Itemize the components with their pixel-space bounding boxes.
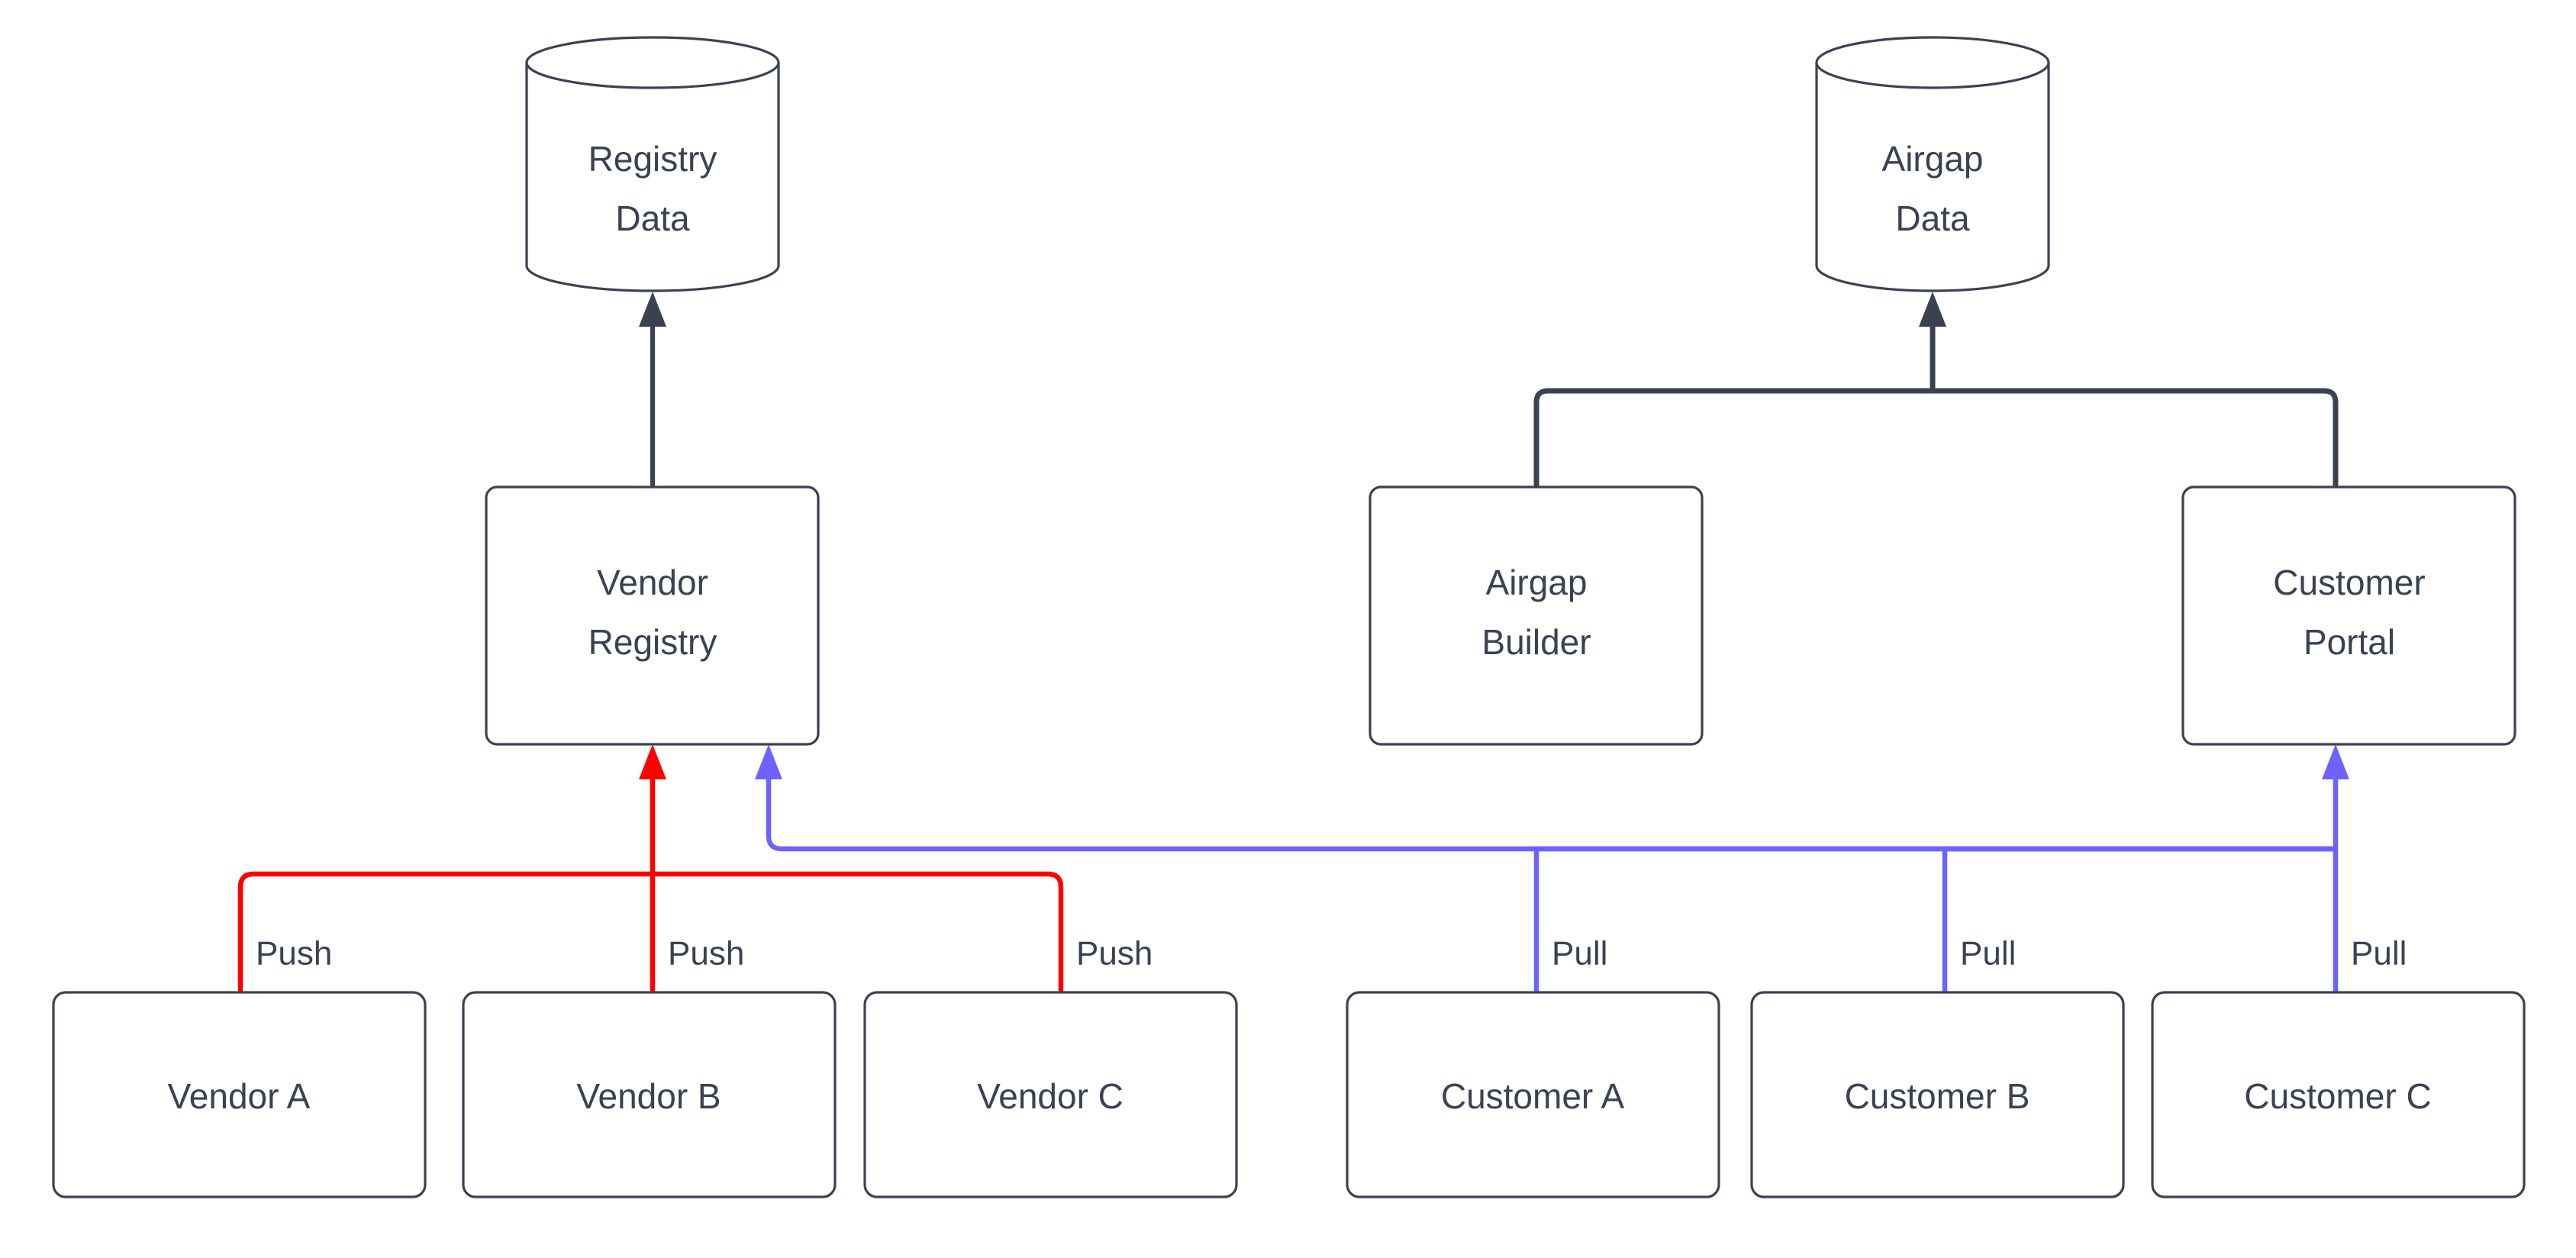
customer-portal-line1: Customer [2273, 563, 2425, 602]
edge-vendor-a-push [237, 871, 653, 992]
edge-label-vendor-c-push: Push [1076, 935, 1153, 973]
customer-b-label: Customer B [1845, 1076, 2030, 1116]
vendor-c-label: Vendor C [977, 1076, 1124, 1116]
airgap-builder-line1: Airgap [1486, 563, 1588, 602]
node-customer-a[interactable]: Customer A [1346, 991, 1720, 1198]
edge-airgap-bus-to-airgap-data [1919, 292, 1946, 391]
airgap-builder-line2: Builder [1481, 622, 1591, 662]
node-airgap-builder[interactable]: Airgap Builder [1369, 485, 1704, 746]
airgap-data-line1: Airgap [1882, 139, 1984, 179]
node-vendor-c[interactable]: Vendor C [863, 991, 1238, 1198]
customer-a-label: Customer A [1441, 1076, 1625, 1116]
vendor-registry-line2: Registry [588, 622, 717, 662]
vendor-registry-line1: Vendor [597, 563, 708, 602]
vendor-b-label: Vendor B [576, 1076, 721, 1116]
node-customer-b[interactable]: Customer B [1750, 991, 2125, 1198]
edge-vendor-c-push [653, 871, 1064, 992]
registry-data-line2: Data [615, 198, 690, 238]
node-customer-portal[interactable]: Customer Portal [2181, 485, 2516, 746]
vendor-a-label: Vendor A [168, 1076, 311, 1116]
node-vendor-a[interactable]: Vendor A [52, 991, 427, 1198]
node-customer-c[interactable]: Customer C [2151, 991, 2526, 1198]
edge-label-customer-b-pull: Pull [1960, 935, 2016, 973]
edge-customer-c-pull [2322, 744, 2349, 992]
edge-customers-bus-to-vendor-registry [755, 744, 2336, 852]
registry-data-line1: Registry [588, 139, 717, 179]
airgap-data-line2: Data [1895, 198, 1970, 238]
edge-vendor-b-push [639, 744, 666, 992]
edge-label-vendor-b-push: Push [668, 935, 744, 973]
edge-label-customer-c-pull: Pull [2351, 935, 2407, 973]
node-vendor-registry[interactable]: Vendor Registry [485, 485, 820, 746]
node-airgap-data[interactable]: Airgap Data [1815, 36, 2050, 292]
node-registry-data[interactable]: Registry Data [525, 36, 780, 292]
customer-c-label: Customer C [2244, 1076, 2431, 1116]
edge-label-customer-a-pull: Pull [1552, 935, 1607, 973]
node-vendor-b[interactable]: Vendor B [462, 991, 837, 1198]
edge-customer-a-pull [1533, 846, 2336, 992]
edge-vendor-registry-to-registry-data [639, 292, 666, 487]
customer-portal-line2: Portal [2304, 622, 2395, 662]
edge-label-vendor-a-push: Push [256, 935, 332, 973]
edge-customer-portal-to-airgap-data [1933, 388, 2339, 487]
edge-airgap-builder-to-airgap-data [1533, 388, 1933, 487]
